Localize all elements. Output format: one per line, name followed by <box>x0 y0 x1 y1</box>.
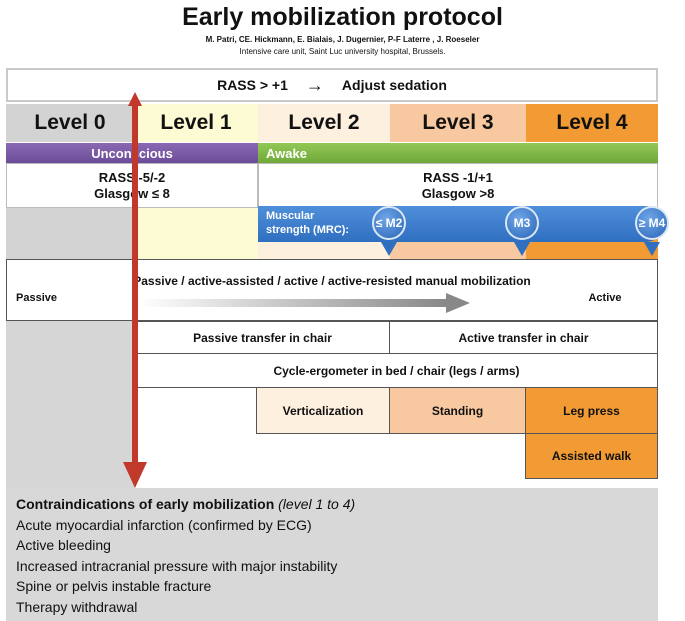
contraindication-item: Spine or pelvis instable fracture <box>16 578 212 594</box>
authors: M. Patri, CE. Hickmann, E. Bialais, J. D… <box>205 34 480 44</box>
muscular-strength-bar <box>258 206 664 242</box>
awake-rass: RASS -1/+1 <box>423 169 493 185</box>
contraindication-item: Active bleeding <box>16 537 111 553</box>
mrc-threshold-m2: ≤ M2 <box>372 206 406 240</box>
contraindications-title: Contraindications of early mobilization <box>16 496 275 512</box>
contraindication-item: Acute myocardial infarction (confirmed b… <box>16 516 312 533</box>
cycle-ergometer-cell: Cycle-ergometer in bed / chair (legs / a… <box>135 353 658 388</box>
passive-transfer-cell: Passive transfer in chair <box>135 321 390 354</box>
mrc-label-line-1: Muscular <box>266 210 315 222</box>
passive-label: Passive <box>16 292 57 304</box>
contraindications-box: Contraindications of early mobilization … <box>6 488 658 621</box>
assisted-walk-cell: Assisted walk <box>525 433 658 479</box>
rass-action: Adjust sedation <box>341 77 447 93</box>
manual-mobilization-box <box>6 259 658 321</box>
contraindications-heading: Contraindications of early mobilization … <box>16 494 658 515</box>
mrc-pointer-icon <box>514 242 530 256</box>
contraindication-item: Increased intracranial pressure with maj… <box>16 557 338 574</box>
standing-cell: Standing <box>389 387 526 434</box>
contraindications-note: (level 1 to 4) <box>278 496 356 512</box>
rass-condition: RASS > +1 <box>217 77 288 93</box>
level-1-header: Level 1 <box>134 104 258 142</box>
mrc-pointer-icon <box>644 242 660 256</box>
affiliation: Intensive care unit, Saint Luc universit… <box>239 46 446 56</box>
mrc-label-line-2: strength (MRC): <box>266 224 350 236</box>
awake-scores: RASS -1/+1 Glasgow >8 <box>258 163 658 208</box>
level-2-header: Level 2 <box>258 104 390 142</box>
progression-arrow-icon <box>140 293 470 313</box>
mrc-pointer-icon <box>381 242 397 256</box>
contraindication-item: Therapy withdrawal <box>16 598 138 615</box>
verticalization-cell: Verticalization <box>256 387 390 434</box>
vertical-double-arrow-icon <box>123 92 147 488</box>
manual-mobilization-label: Passive / active-assisted / active / act… <box>133 274 531 288</box>
muscular-strength-label: Muscular strength (MRC): <box>266 209 376 239</box>
level-0-header: Level 0 <box>6 104 134 142</box>
right-arrow-icon: → <box>305 74 324 95</box>
active-transfer-cell: Active transfer in chair <box>389 321 658 354</box>
level-4-header: Level 4 <box>526 104 658 142</box>
mrc-threshold-m3: M3 <box>505 206 539 240</box>
awake-band: Awake <box>258 143 658 163</box>
unconscious-rass: RASS -5/-2 <box>98 169 166 185</box>
unconscious-glasgow: Glasgow ≤ 8 <box>94 185 170 201</box>
active-label: Active <box>588 292 622 304</box>
awake-glasgow: Glasgow >8 <box>421 185 495 201</box>
page-title: Early mobilization protocol <box>182 2 503 31</box>
rass-sedation-row: RASS > +1 → Adjust sedation <box>6 68 658 102</box>
level-3-header: Level 3 <box>390 104 526 142</box>
leg-press-cell: Leg press <box>525 387 658 434</box>
mrc-threshold-m4: ≥ M4 <box>635 206 669 240</box>
